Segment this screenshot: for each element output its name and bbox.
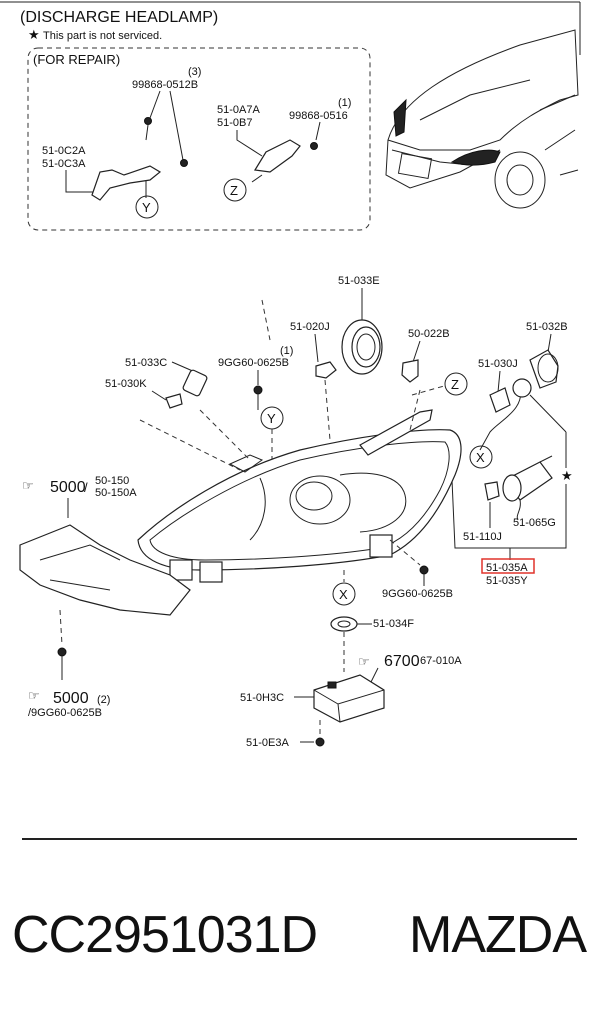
bulb-part	[165, 393, 183, 409]
part-number: CC2951031D	[12, 906, 318, 964]
highlight-box	[481, 558, 535, 574]
qty-label: (1)	[280, 345, 293, 357]
qty-label: (1)	[338, 97, 351, 109]
brand-name: MAZDA	[409, 906, 587, 964]
part-label: 67-010A	[420, 655, 462, 667]
headlamp-assembly	[137, 409, 462, 583]
star-icon: ★	[28, 27, 40, 42]
vehicle-outline-icon	[385, 29, 579, 209]
part-label: /9GG60-0625B	[28, 707, 102, 719]
hand-pointer-icon: ☞	[22, 478, 34, 493]
callout-y	[135, 195, 159, 219]
callout-z	[444, 372, 468, 396]
ref-label: 6700	[384, 653, 420, 670]
part-label: 51-110J	[463, 531, 502, 543]
screw-icon	[180, 159, 188, 167]
ref-label: 5000	[50, 479, 86, 496]
part-label: 51-020J	[290, 321, 330, 333]
screw-icon	[253, 385, 263, 395]
callout-z-label: Z	[451, 377, 459, 392]
part-label: 99868-0512B	[132, 79, 198, 91]
part-label: 50-022B	[408, 328, 450, 340]
part-label: 51-0H3C	[240, 692, 284, 704]
part-label: 50-150A	[95, 487, 137, 499]
screw-icon	[419, 565, 429, 575]
part-label: 51-035Y	[486, 575, 528, 587]
callout-x	[469, 445, 493, 469]
service-note: This part is not serviced.	[43, 30, 162, 42]
divider	[22, 838, 577, 840]
part-label: 51-033E	[338, 275, 380, 287]
separator: /	[84, 480, 88, 495]
screw-icon	[57, 647, 67, 657]
qty-label: (3)	[188, 66, 201, 78]
repair-box-title: (FOR REPAIR)	[33, 52, 120, 67]
screw-icon	[310, 142, 318, 150]
hand-pointer-icon: ☞	[28, 688, 40, 703]
part-label: 51-0B7	[217, 117, 252, 129]
qty-label: (2)	[97, 694, 110, 706]
part-label: 50-150	[95, 475, 129, 487]
bulb-socket-part	[182, 369, 208, 397]
bumper-bracket-part	[19, 524, 191, 616]
footer-title: CC2951031D MAZDA	[0, 895, 600, 975]
callout-x-label: X	[476, 450, 485, 465]
ballast-unit-part	[313, 674, 385, 723]
part-label: 99868-0516	[289, 110, 348, 122]
screw-icon	[144, 117, 152, 125]
socket-part	[315, 361, 337, 379]
gasket-part	[330, 616, 358, 632]
part-label: 51-065G	[513, 517, 556, 529]
part-label: 51-033C	[125, 357, 167, 369]
callout-y-label: Y	[142, 200, 151, 215]
part-label-highlighted: 51-035A	[486, 562, 528, 574]
callout-y-label: Y	[267, 411, 276, 426]
section-title: (DISCHARGE HEADLAMP)	[20, 9, 218, 26]
connector-part	[401, 359, 419, 383]
part-label: 51-0A7A	[217, 104, 260, 116]
part-label: 51-0C2A	[42, 145, 86, 157]
screw-icon	[315, 737, 325, 747]
part-label: 51-030K	[105, 378, 147, 390]
bulb-part	[489, 387, 511, 413]
callout-z	[223, 178, 247, 202]
bracket-part	[91, 165, 162, 201]
part-label: 51-030J	[478, 358, 518, 370]
clip-part	[254, 139, 301, 173]
part-label: 9GG60-0625B	[382, 588, 453, 600]
callout-z-label: Z	[230, 183, 238, 198]
part-label: 51-0E3A	[246, 737, 289, 749]
part-label: 51-0C3A	[42, 158, 86, 170]
star-icon: ★	[561, 468, 573, 483]
part-label: 9GG60-0625B	[218, 357, 289, 369]
repair-box	[27, 47, 371, 231]
part-label: 51-034F	[373, 618, 414, 630]
callout-x-label: X	[339, 587, 348, 602]
ring-part	[512, 378, 532, 398]
part-label: 51-032B	[526, 321, 568, 333]
ref-label: 5000	[53, 690, 89, 707]
bulb-part	[484, 481, 500, 501]
callout-x	[332, 582, 356, 606]
hand-pointer-icon: ☞	[358, 654, 370, 669]
